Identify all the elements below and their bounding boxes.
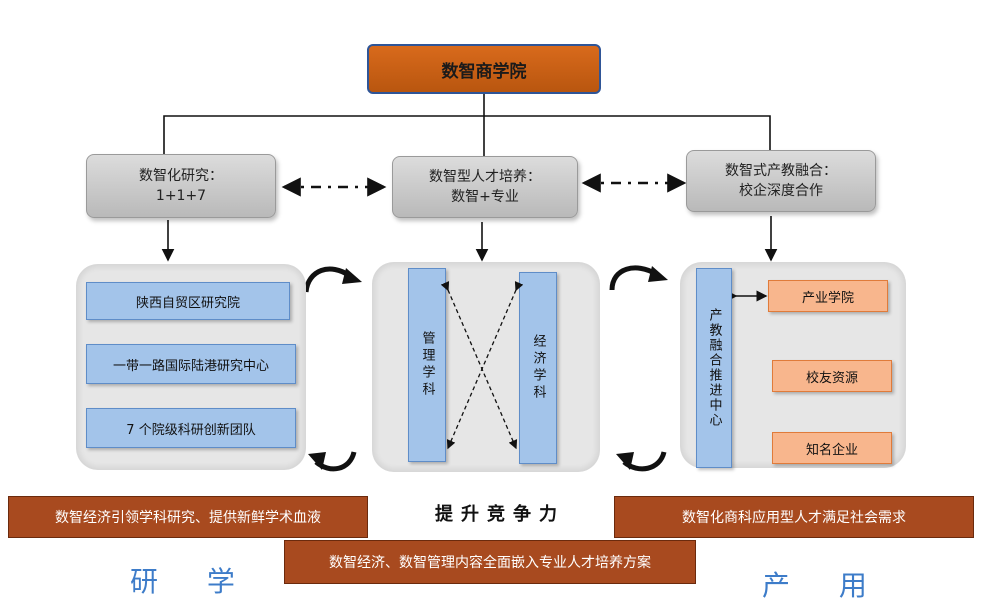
research-item-3-label: 7 个院级科研创新团队 — [126, 422, 256, 438]
right-banner: 数智化商科应用型人才满足社会需求 — [614, 496, 974, 538]
top-title-box: 数智商学院 — [367, 44, 601, 94]
management-discipline-label: 管理学科 — [419, 331, 435, 399]
integration-center-label: 产教融合推进中心 — [706, 308, 722, 428]
right-banner-text: 数智化商科应用型人才满足社会需求 — [682, 510, 906, 526]
cross-arrows — [440, 281, 524, 450]
research-item-2-label: 一带一路国际陆港研究中心 — [112, 358, 269, 374]
tree-branch-line — [163, 115, 771, 160]
integration-center-bar: 产教融合推进中心 — [696, 268, 732, 468]
pillar-talent-line2: 数智+专业 — [451, 189, 519, 205]
famous-enterprises-box: 知名企业 — [772, 432, 892, 464]
pillar-integration-line1: 数智式产教融合： — [725, 163, 837, 179]
center-banner: 数智经济、数智管理内容全面嵌入专业人才培养方案 — [284, 540, 696, 584]
pillar-research-line2: 1+1+7 — [155, 188, 207, 204]
integration-link-arrow — [732, 290, 768, 302]
competitiveness-title-text: 提升竞争力 — [435, 504, 565, 525]
research-study-label: 研 学 — [130, 560, 290, 604]
top-title-text: 数智商学院 — [441, 61, 527, 82]
pillar-integration: 数智式产教融合： 校企深度合作 — [686, 150, 876, 212]
industry-college-box: 产业学院 — [768, 280, 888, 312]
economics-discipline-bar: 经济学科 — [519, 272, 557, 464]
alumni-resources-box: 校友资源 — [772, 360, 892, 392]
left-banner-text: 数智经济引领学科研究、提供新鲜学术血液 — [55, 510, 321, 526]
pillar-talent-line1: 数智型人才培养： — [429, 169, 541, 185]
industry-use-label: 产 用 — [762, 564, 922, 608]
cycle-arrow-right-top — [609, 265, 668, 291]
cycle-arrow-right-bottom — [616, 451, 667, 472]
pillar-integration-line2: 校企深度合作 — [739, 183, 823, 199]
pillar-research: 数智化研究： 1+1+7 — [86, 154, 276, 218]
research-item-2: 一带一路国际陆港研究中心 — [86, 344, 296, 384]
research-item-1: 陕西自贸区研究院 — [86, 282, 290, 320]
research-item-1-label: 陕西自贸区研究院 — [135, 295, 240, 311]
famous-enterprises-label: 知名企业 — [805, 442, 858, 458]
economics-discipline-label: 经济学科 — [530, 334, 546, 402]
research-item-3: 7 个院级科研创新团队 — [86, 408, 296, 448]
left-banner: 数智经济引领学科研究、提供新鲜学术血液 — [8, 496, 368, 538]
alumni-resources-label: 校友资源 — [805, 370, 858, 386]
competitiveness-title: 提升竞争力 — [400, 498, 600, 528]
research-study-label-text: 研 学 — [130, 565, 255, 598]
cycle-arrow-left-bottom — [308, 451, 357, 472]
center-banner-text: 数智经济、数智管理内容全面嵌入专业人才培养方案 — [329, 555, 651, 571]
industry-college-label: 产业学院 — [801, 290, 854, 306]
pillar-talent: 数智型人才培养： 数智+专业 — [392, 156, 578, 218]
industry-use-label-text: 产 用 — [762, 569, 887, 602]
pillar-research-line1: 数智化研究： — [139, 168, 223, 184]
cycle-arrow-left-top — [303, 266, 362, 293]
